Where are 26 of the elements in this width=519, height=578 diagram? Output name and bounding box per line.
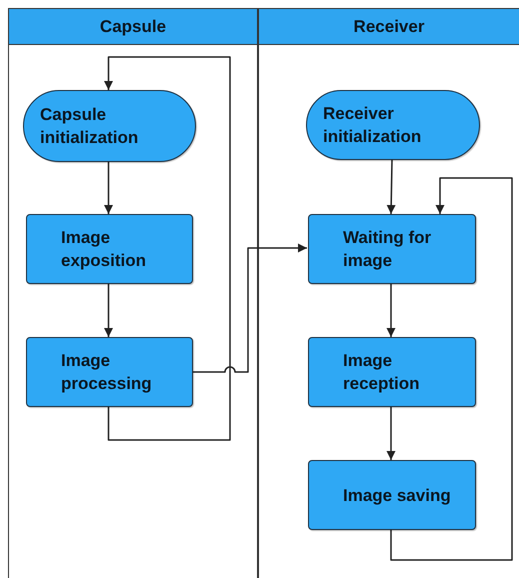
lane-header: Receiver [259, 8, 519, 45]
node-label: Receiver initialization [323, 103, 422, 148]
node-label: Waiting for image [343, 227, 432, 272]
process-box [308, 337, 476, 407]
arrow [104, 56, 231, 441]
node-label: Image reception [343, 350, 421, 395]
swimlane [258, 8, 519, 578]
arrow [386, 160, 396, 214]
arrow [390, 177, 513, 561]
swimlane [8, 8, 258, 578]
node-label: Image exposition [61, 227, 148, 272]
arrow [386, 284, 396, 337]
node-label: Image saving [343, 484, 451, 506]
node-label: Capsule initialization [40, 104, 140, 149]
process-box [308, 460, 476, 530]
arrow [386, 407, 396, 460]
terminal-shape [23, 90, 196, 162]
process-box [26, 337, 193, 407]
process-box [26, 214, 193, 284]
terminal-shape [306, 90, 480, 160]
arrow [104, 162, 113, 214]
process-box [308, 214, 476, 284]
lane-header: Capsule [9, 8, 257, 45]
arrow [104, 284, 113, 337]
arrow [192, 244, 307, 373]
node-label: Image processing [61, 350, 153, 395]
